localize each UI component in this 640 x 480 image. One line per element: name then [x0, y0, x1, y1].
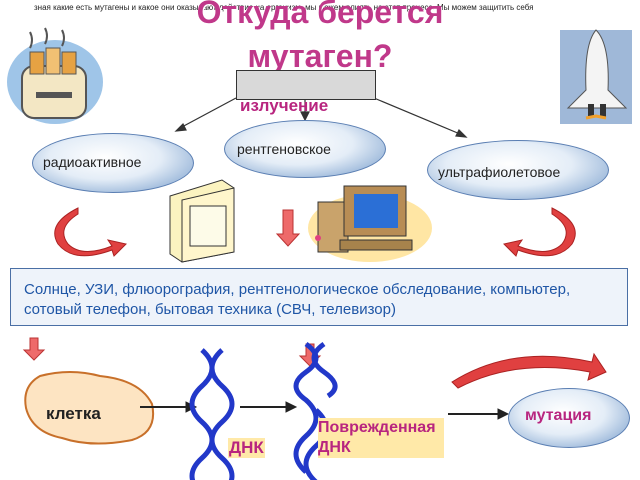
toaster-image — [7, 28, 103, 124]
monitor-image — [170, 180, 234, 262]
dna-label: ДНК — [228, 438, 265, 458]
page-title: Откуда берется мутаген? — [120, 0, 520, 78]
radioactive-oval: радиоактивное — [32, 133, 194, 193]
cell-label: клетка — [46, 404, 101, 424]
radiation-label: излучение — [240, 96, 328, 116]
radioactive-label: радиоактивное — [43, 154, 141, 170]
mutation-oval: мутация — [508, 388, 630, 448]
xray-oval: рентгеновское — [224, 120, 386, 178]
xray-label: рентгеновское — [237, 139, 377, 159]
ultraviolet-oval: ультрафиолетовое — [427, 140, 609, 200]
shuttle-image — [560, 30, 632, 124]
damaged-dna-label: Поврежденная ДНК — [318, 418, 444, 458]
damaged-dna-helix — [296, 344, 335, 480]
dna-helix — [192, 350, 232, 480]
computer-image — [308, 186, 432, 262]
ultraviolet-label: ультрафиолетовое — [438, 161, 606, 183]
sources-text: Солнце, УЗИ, флюорография, рентгенологич… — [24, 280, 624, 320]
mutation-label: мутация — [525, 407, 591, 425]
